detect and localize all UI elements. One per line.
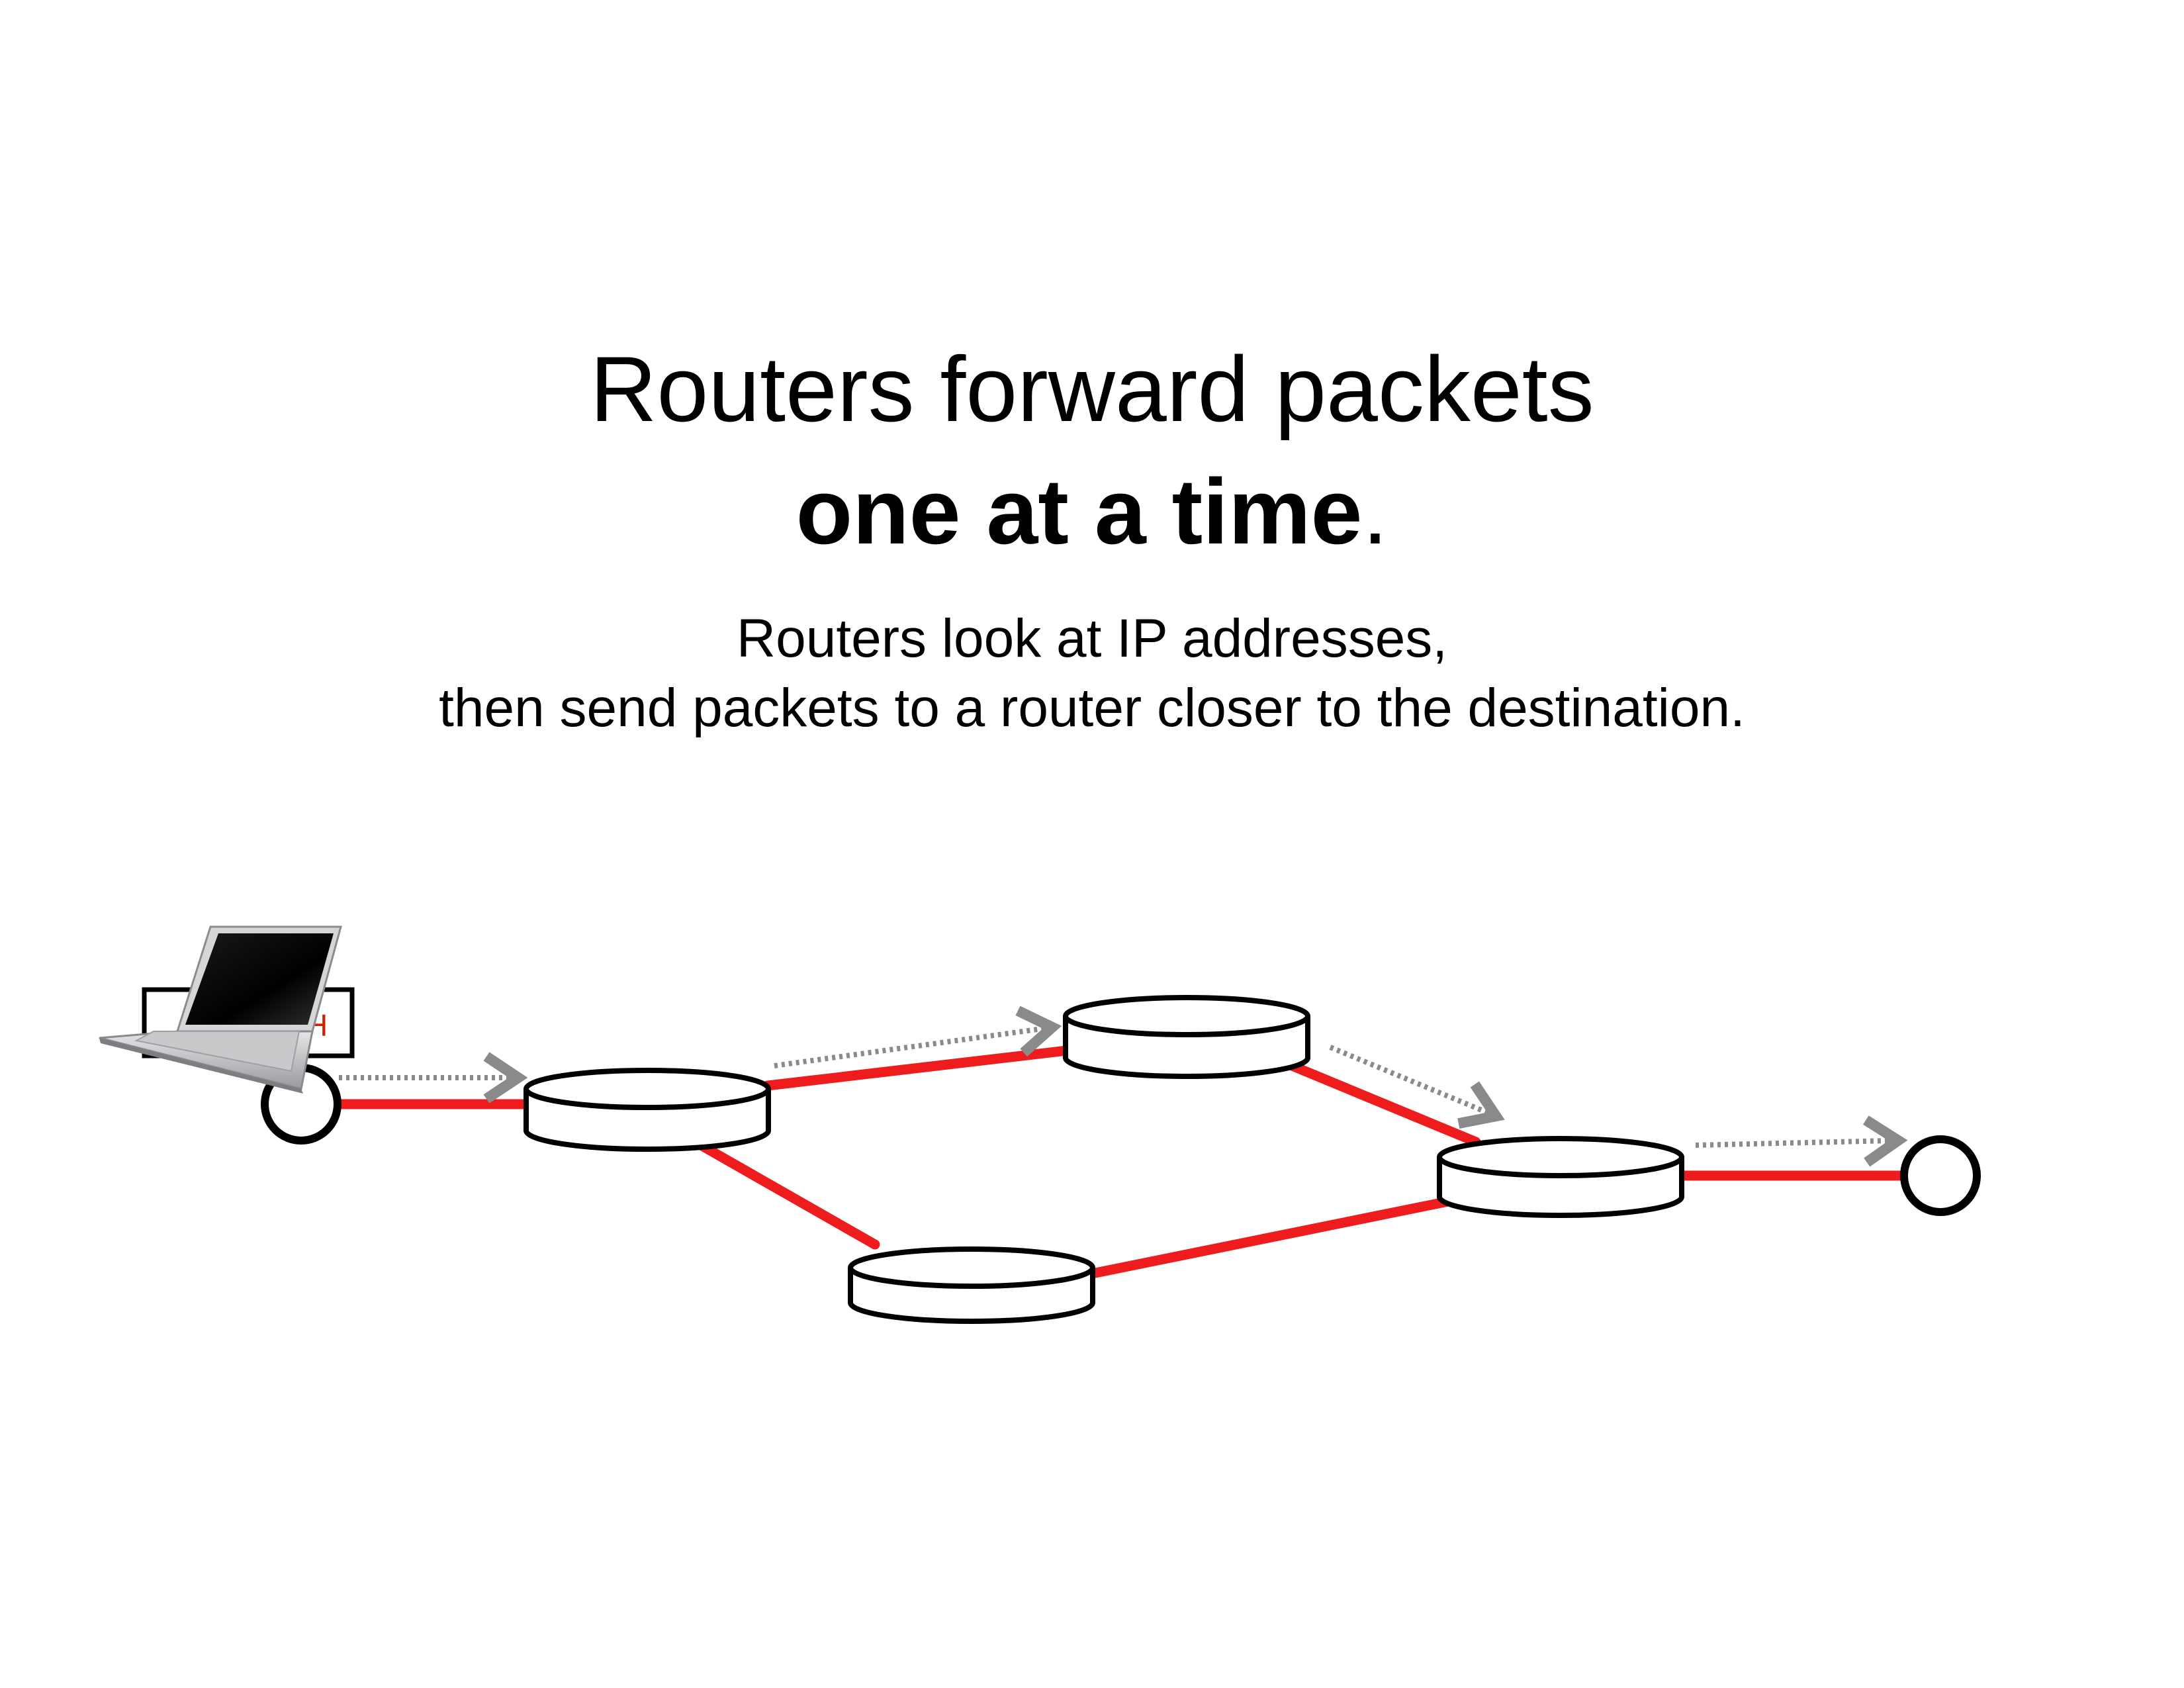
router-1 xyxy=(523,1068,771,1152)
title-emphasis: one at a time xyxy=(796,459,1363,563)
link-router1-router2 xyxy=(762,1042,1101,1091)
arrow-to-destination xyxy=(1695,1115,1908,1167)
link-router3-router4 xyxy=(1090,1188,1496,1278)
router-2 xyxy=(1063,995,1310,1079)
laptop-keyboard xyxy=(134,1031,300,1072)
router-top xyxy=(523,1068,771,1110)
laptop-screen xyxy=(185,933,334,1025)
router-4 xyxy=(1437,1136,1684,1218)
host-node-icon xyxy=(1900,1135,1981,1216)
router-top xyxy=(1437,1136,1684,1178)
router-top xyxy=(1063,995,1310,1037)
slide-title: Routers forward packets one at a time. xyxy=(0,328,2184,573)
laptop-icon xyxy=(99,925,342,1094)
arrow-to-router2 xyxy=(774,1006,1062,1068)
title-line-1: Routers forward packets xyxy=(590,337,1594,441)
subtitle-line-2: then send packets to a router closer to … xyxy=(439,678,1745,738)
title-line-2: one at a time. xyxy=(0,450,2184,573)
arrow-to-router4 xyxy=(1329,1045,1505,1129)
router-top xyxy=(848,1246,1095,1289)
router-3 xyxy=(848,1246,1095,1324)
laptop-edge xyxy=(99,1038,303,1094)
slide-subtitle: Routers look at IP addresses, then send … xyxy=(0,604,2184,743)
subtitle-line-1: Routers look at IP addresses, xyxy=(736,608,1448,669)
title-period: . xyxy=(1362,459,1388,563)
packet-path-arrows xyxy=(339,1006,1908,1167)
